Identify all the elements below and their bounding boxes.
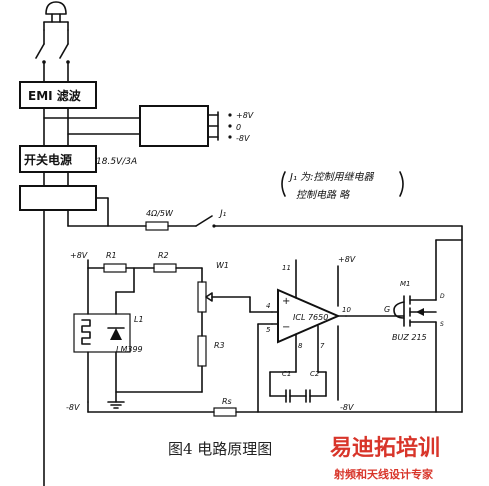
note-relay: J₁ 为:控制用继电器: [288, 171, 375, 183]
emi-filter-block: [19, 81, 97, 109]
opamp-plus-sign: +: [282, 296, 290, 307]
drain-label: D: [440, 293, 445, 300]
pin4-label: 4: [266, 302, 270, 310]
dc-8v-module: [139, 105, 209, 147]
label-minus-8v: -8V: [236, 134, 250, 143]
m1-label: M1: [400, 280, 411, 288]
rs-feedback-line: [87, 323, 463, 417]
lm399-reference-icon: [73, 313, 131, 353]
label-plus-8v-opamp: +8V: [338, 255, 356, 264]
rs-label: Rs: [222, 397, 232, 406]
label-plus-8v-ref: +8V: [70, 251, 88, 260]
opamp-minus-sign: −: [282, 322, 290, 333]
label-zero: 0: [236, 123, 241, 132]
r2-label: R2: [158, 251, 169, 260]
gate-label: G: [384, 305, 390, 314]
pin5-label: 5: [266, 326, 271, 334]
note-control: 控制电路 略: [296, 189, 350, 201]
l1-label: L1: [134, 315, 144, 324]
relay-control-block: [19, 185, 97, 211]
pin7-label: 7: [320, 342, 325, 350]
c1-label: C1: [282, 370, 291, 378]
w1-potentiometer-icon: [197, 281, 273, 337]
psu-rating: 18.5V/3A: [96, 157, 137, 167]
note-bracket-left: [281, 171, 286, 197]
r1-label: R1: [106, 251, 117, 260]
watermark-subtitle: 射频和天线设计专家: [333, 467, 434, 481]
pin11-label: 11: [282, 264, 291, 272]
pin10-label: 10: [342, 306, 351, 314]
label-plus-8v: +8V: [236, 111, 254, 120]
r3-label: R3: [214, 341, 225, 350]
lm399-label: LM399: [116, 345, 143, 354]
source-label: S: [440, 321, 444, 328]
icl7650-opamp-icon: [271, 259, 347, 373]
psu-output-wires: [43, 171, 69, 187]
w1-label: W1: [216, 261, 229, 270]
label-minus-8v-left: -8V: [66, 403, 80, 412]
r3-resistor: [197, 335, 207, 367]
ground-icon: [107, 401, 125, 409]
emi-filter-label: EMI 滤波: [28, 88, 82, 103]
c2-label: C2: [310, 370, 320, 378]
pin8-label: 8: [298, 342, 303, 350]
emi-output-wires: [43, 107, 141, 147]
mains-plug-icon: [43, 1, 69, 31]
c1-c2-capacitors-icon: [269, 371, 327, 403]
switching-psu-block: [19, 145, 97, 173]
label-minus-8v-opamp: -8V: [340, 403, 354, 412]
buz215-label: BUZ 215: [392, 333, 427, 342]
figure-caption: 图4 电路原理图: [168, 440, 272, 458]
switching-psu-label: 开关电源: [24, 152, 72, 167]
power-switch-icon: [35, 29, 70, 83]
watermark-brand: 易迪拓培训: [330, 435, 440, 461]
dc-8v-outputs: [207, 111, 232, 141]
relay-output-line: [67, 197, 463, 413]
note-bracket-right: [399, 171, 404, 197]
resistor-4ohm-label: 4Ω/5W: [146, 209, 174, 218]
reference-wires: [87, 259, 203, 403]
opamp-label: ICL 7650: [293, 313, 328, 322]
buz215-mosfet-icon: [393, 239, 463, 413]
relay-j1-label: J₁: [218, 209, 227, 219]
